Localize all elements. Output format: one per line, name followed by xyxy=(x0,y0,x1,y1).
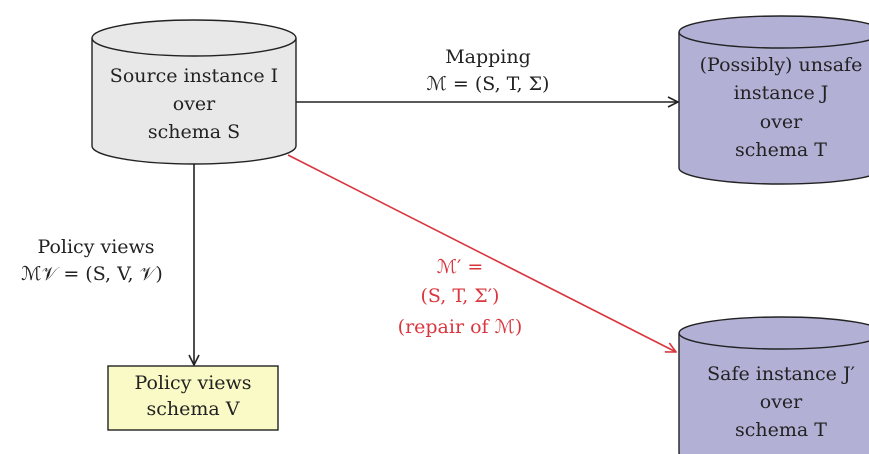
policy-box-label-line1: Policy views xyxy=(134,372,252,394)
source-cylinder xyxy=(91,19,297,165)
policy-views-box xyxy=(107,365,279,431)
safe-target-cylinder xyxy=(678,316,869,454)
safe-target-label-line1: Safe instance J′ xyxy=(707,363,855,385)
source-cylinder-body xyxy=(91,38,297,165)
source-cylinder-top xyxy=(91,19,297,57)
repair-edge-line1: ℳ′ = xyxy=(436,256,484,278)
safe-target-label-line2: over xyxy=(759,391,803,413)
unsafe-target-label-line1: (Possibly) unsafe xyxy=(699,54,863,76)
unsafe-target-label-line4: schema T xyxy=(735,139,827,161)
repair-edge-line2: (S, T, Σ′) xyxy=(420,285,500,307)
unsafe-target-label-line3: over xyxy=(759,111,803,133)
unsafe-target-cylinder-top xyxy=(678,15,869,49)
mapping-edge-title: Mapping xyxy=(445,46,531,68)
mapping-edge-formula: ℳ = (S, T, Σ) xyxy=(426,73,550,95)
repair-edge-line3: (repair of ℳ) xyxy=(397,316,523,338)
policy-edge-title: Policy views xyxy=(37,236,155,258)
policy-box-label-line2: schema V xyxy=(146,398,240,420)
source-label-line2: over xyxy=(172,93,216,115)
source-label-line3: schema S xyxy=(147,121,241,143)
policy-edge-formula: ℳ𝒱 = (S, V, 𝒱) xyxy=(21,263,163,285)
unsafe-target-cylinder xyxy=(678,15,869,185)
source-label-line1: Source instance I xyxy=(109,65,279,87)
safe-target-label-line3: schema T xyxy=(735,419,827,441)
safe-target-cylinder-top xyxy=(678,316,869,350)
unsafe-target-cylinder-body xyxy=(678,32,869,185)
safe-target-cylinder-body xyxy=(678,333,869,454)
repair-arrow xyxy=(287,154,676,352)
unsafe-target-label-line2: instance J xyxy=(733,82,829,104)
